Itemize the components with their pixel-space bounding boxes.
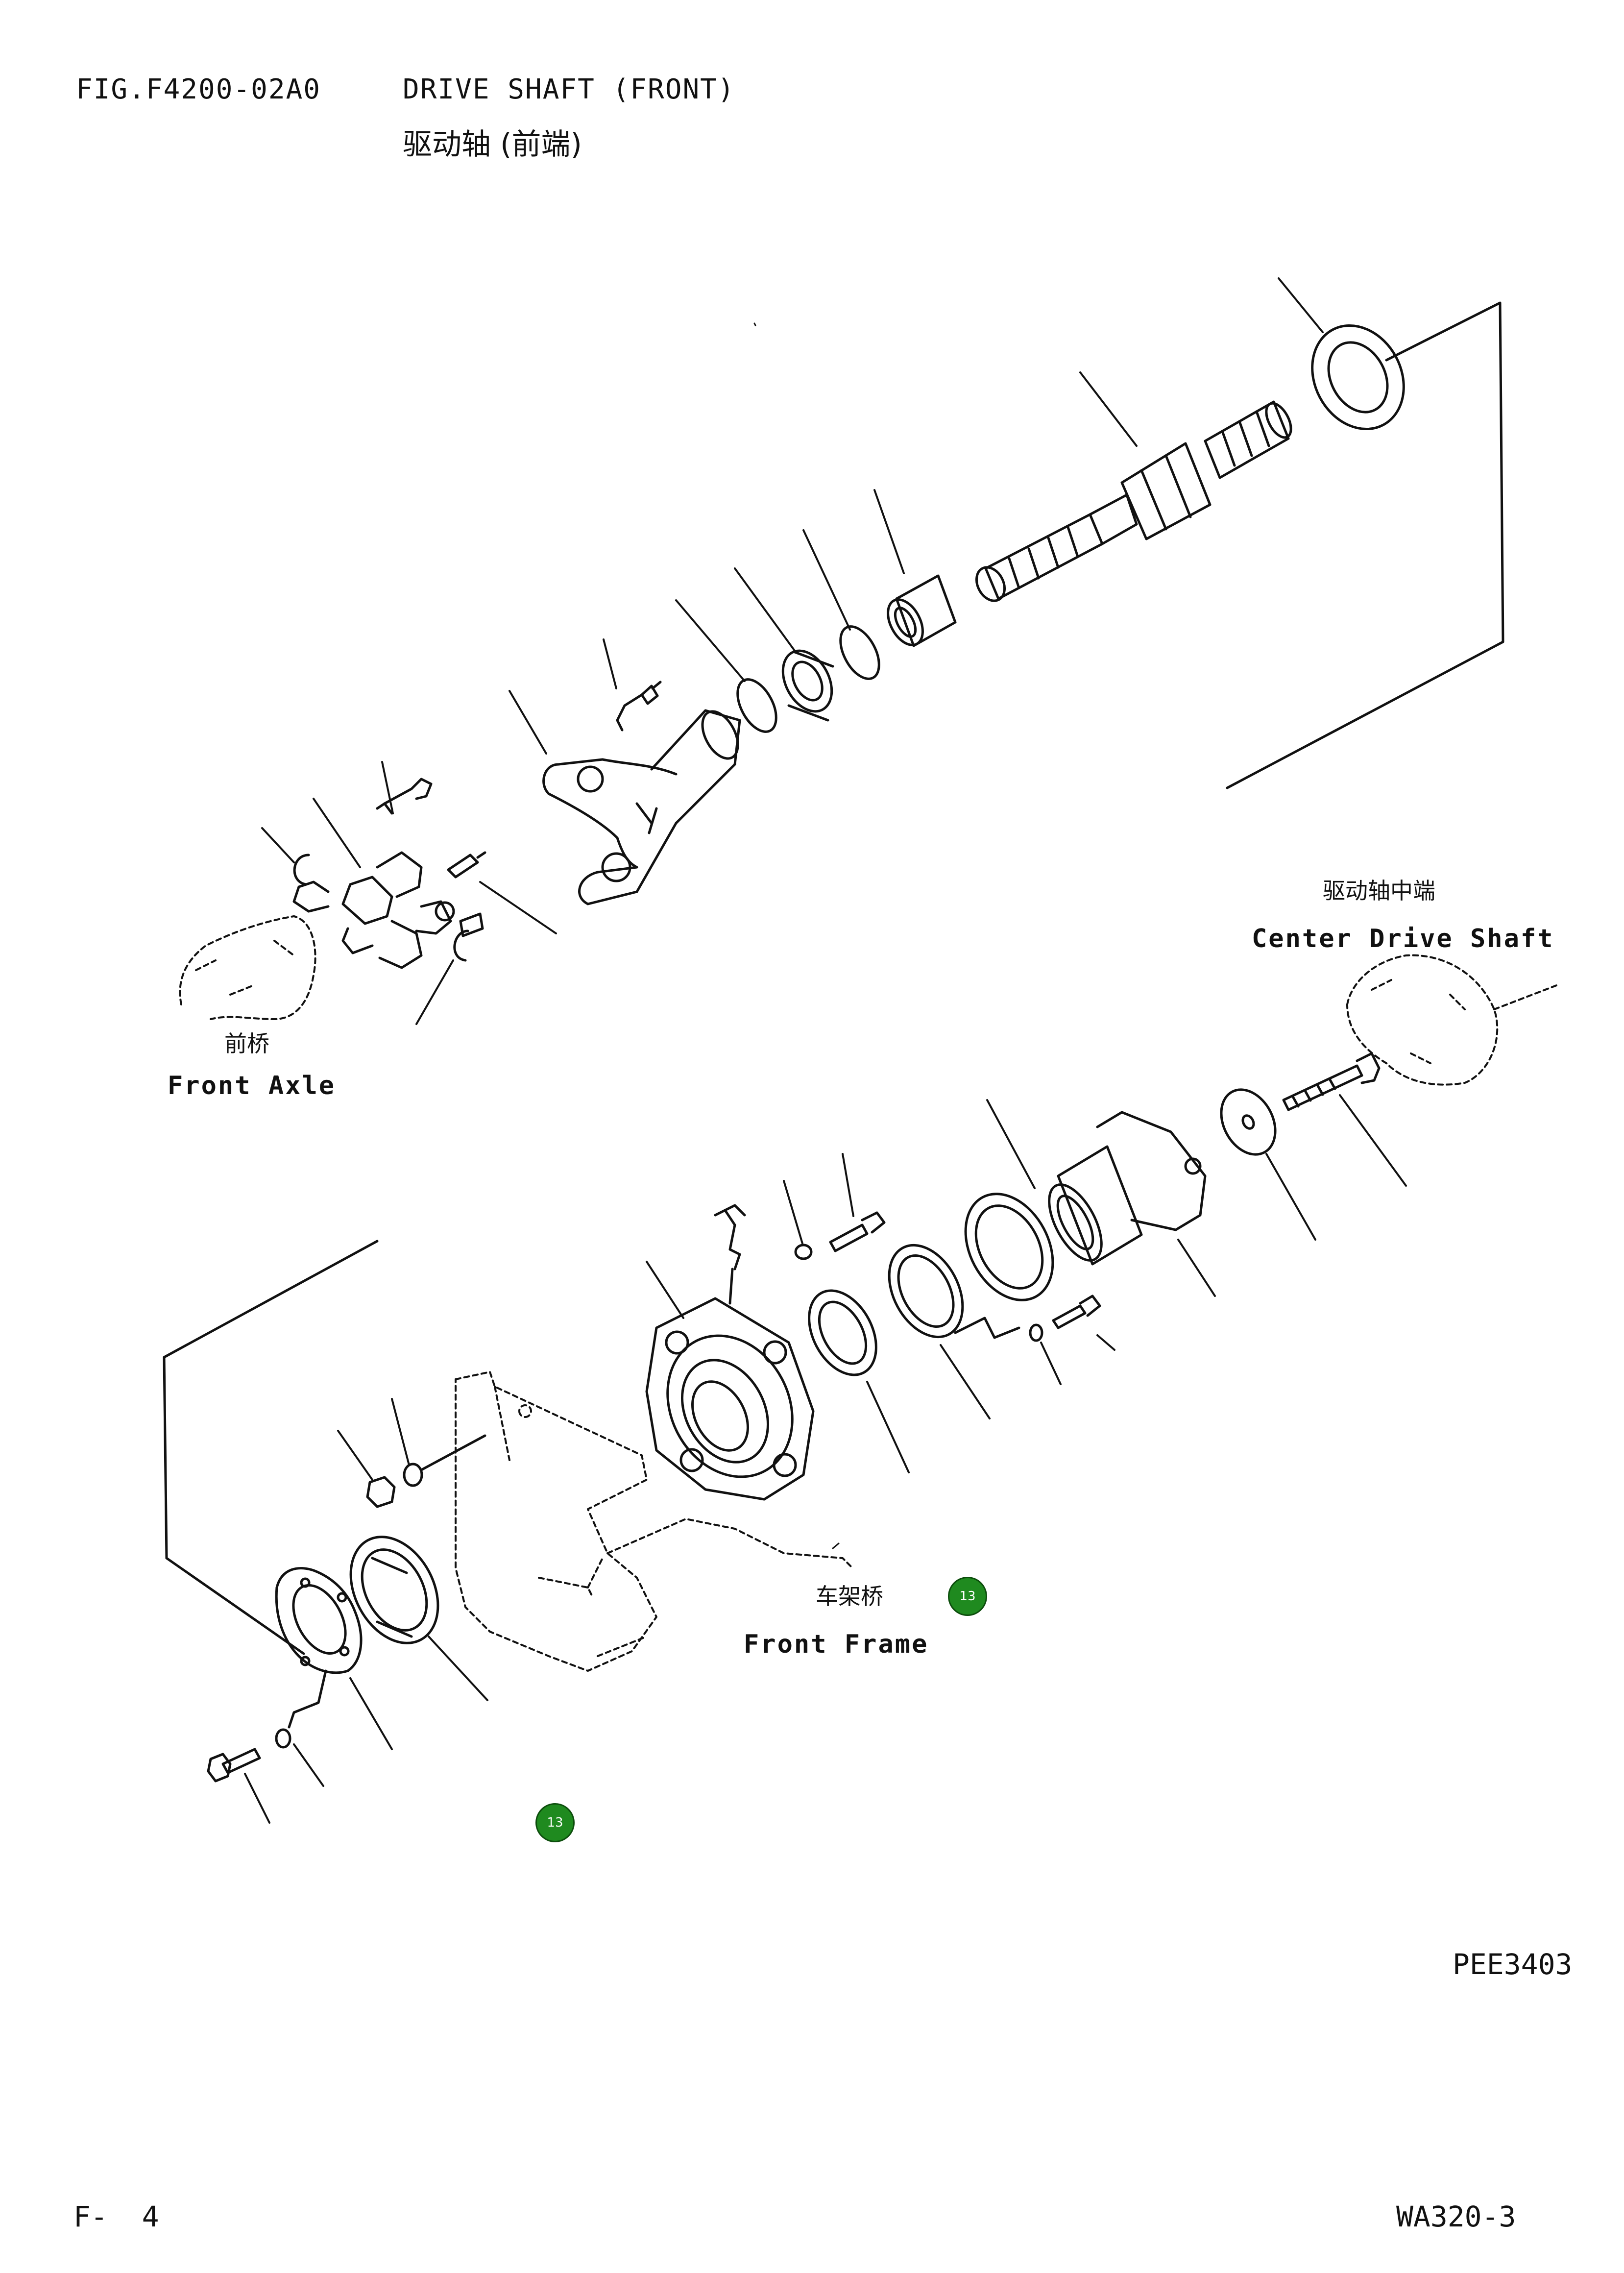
page-number: F- 4 [73, 2200, 159, 2233]
universal-joint-cross [292, 851, 484, 969]
lock-washer-mid [794, 1244, 813, 1260]
cover-bolt [207, 1748, 261, 1783]
spline-shaft [975, 400, 1292, 602]
grease-fitting-upper [616, 681, 662, 732]
front-frame-label-cn: 车架桥 [816, 1583, 883, 1610]
front-axle-label-en: Front Axle [168, 1071, 336, 1100]
center-drive-shaft-outline [1346, 954, 1559, 1086]
bearing-cover-plate [275, 1567, 363, 1729]
center-drive-shaft-label-cn: 驱动轴中端 [1323, 878, 1435, 904]
front-frame-label-en: Front Frame [744, 1630, 929, 1659]
lock-washer-right [1029, 1323, 1043, 1342]
snap-ring-c-1 [293, 854, 310, 886]
bearing-lower [349, 1536, 439, 1644]
front-axle-label-cn: 前桥 [224, 1030, 269, 1057]
leader-lines-lower [244, 1094, 1407, 1824]
nut-left [366, 1476, 396, 1508]
seal-ring-top [1311, 324, 1405, 431]
stray-marks [753, 322, 840, 1549]
companion-flange [1048, 1111, 1207, 1266]
lower-assembly-outline [163, 1240, 379, 1655]
snap-ring-upper-1 [839, 625, 880, 680]
bearing-sleeve [887, 574, 957, 647]
washer-left [403, 1434, 486, 1487]
leader-lines-upper [261, 277, 1324, 1025]
bearing-middle [808, 1289, 877, 1376]
reference-badge[interactable]: 13 [535, 1803, 575, 1842]
figure-code: FIG.F4200-02A0 [76, 73, 321, 105]
center-drive-shaft-label-en: Center Drive Shaft [1252, 924, 1554, 953]
oil-seal [888, 1244, 1020, 1339]
figure-title-cn: 驱动轴 (前端) [403, 127, 582, 162]
long-bolt [1282, 1052, 1381, 1111]
spider-bolt [376, 778, 433, 815]
flat-washer [1220, 1088, 1277, 1156]
small-bolt-mid [829, 1211, 886, 1252]
front-frame-outline [455, 1371, 853, 1672]
dust-seal [964, 1193, 1054, 1301]
slip-yoke [542, 709, 741, 905]
snap-ring-c-2 [453, 929, 469, 962]
drawing-number: PEE3403 [1453, 1948, 1573, 1981]
model-number: WA320-3 [1396, 2200, 1516, 2233]
bearing-housing [645, 1297, 815, 1501]
front-axle-outline [179, 915, 316, 1020]
grease-fitting-spider [447, 851, 486, 879]
grease-fitting-lower [714, 1204, 746, 1305]
reference-badge[interactable]: 13 [948, 1577, 987, 1616]
figure-title: DRIVE SHAFT (FRONT) [403, 73, 735, 105]
bearing-upper [781, 649, 834, 722]
cover-lock-washer [275, 1728, 291, 1749]
small-bolt-right [1052, 1295, 1101, 1329]
upper-assembly-outline [1226, 301, 1504, 789]
